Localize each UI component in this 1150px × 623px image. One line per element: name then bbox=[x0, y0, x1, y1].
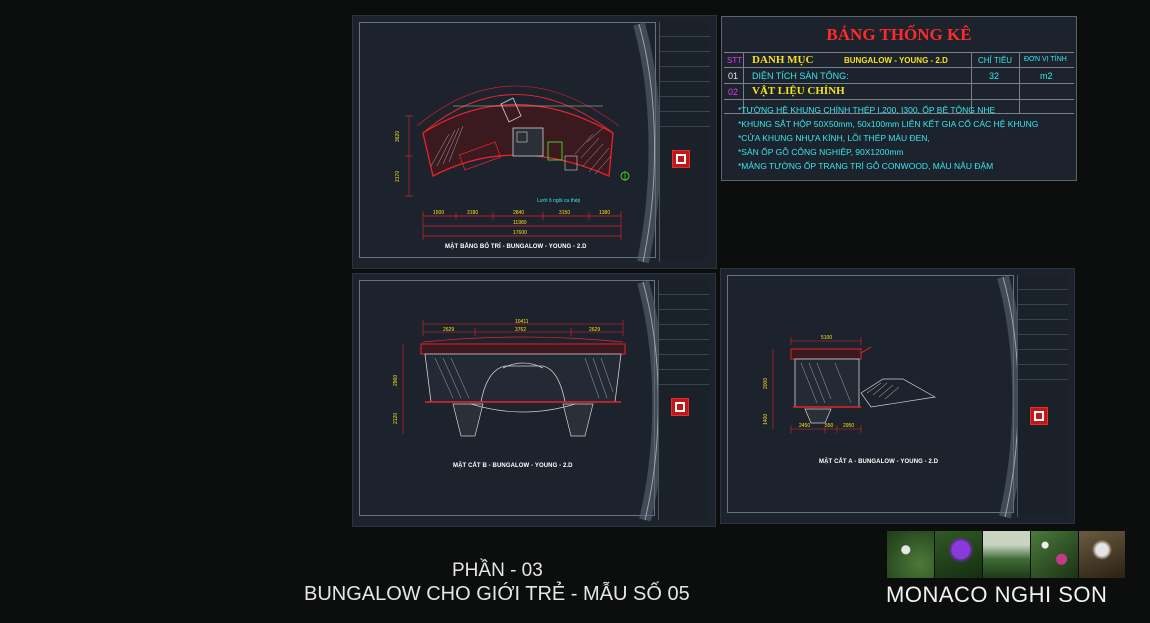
section-b-side-2: 2120 bbox=[393, 413, 399, 424]
section-b-dim-3: 2629 bbox=[589, 327, 600, 333]
material-4: *SÀN ỐP GỖ CÔNG NGHIỆP, 90X1200mm bbox=[738, 147, 904, 157]
row2-stt: 02 bbox=[728, 87, 739, 97]
material-5: *MẢNG TƯỜNG ỐP TRANG TRÍ GỖ CONWOOD, MÀU… bbox=[738, 161, 994, 171]
plan-label: MẶT BẰNG BỐ TRÍ - BUNGALOW - YOUNG - 2.D bbox=[445, 244, 587, 250]
brand-photo-1 bbox=[887, 531, 934, 578]
plan-total-1: 11980 bbox=[513, 220, 527, 226]
plan-side-dim-1: 3620 bbox=[395, 131, 401, 142]
section-a-side-2: 1400 bbox=[763, 414, 769, 425]
plan-note: Lưới ô ngồi ca thép bbox=[537, 198, 581, 204]
title-block bbox=[1017, 275, 1068, 517]
section-a-dim-1: 2450 bbox=[799, 423, 810, 429]
plan-dim-5: 1380 bbox=[599, 210, 610, 216]
plan-side-dim-2: 2170 bbox=[395, 171, 401, 182]
material-1: *TƯỜNG HỆ KHUNG CHÍNH THÉP I,200, I300, … bbox=[738, 105, 996, 115]
drawing-sheet-plan[interactable]: Lưới ô ngồi ca thép 1500 3180 2840 3150 … bbox=[352, 15, 717, 269]
section-a-top-dim: 5100 bbox=[821, 335, 832, 341]
material-3: *CỬA KHUNG NHỰA KÍNH, LÕI THÉP MÀU ĐEN, bbox=[738, 133, 930, 143]
brand-photo-2 bbox=[935, 531, 982, 578]
section-a-dim-2: 550 bbox=[825, 423, 834, 429]
plan-dim-3: 2840 bbox=[513, 210, 524, 216]
design-title: BUNGALOW CHO GIỚI TRẺ - MẪU SỐ 05 bbox=[304, 583, 690, 605]
header-stt: STT bbox=[727, 56, 743, 65]
section-b-drawing: 2629 3762 2629 10411 2960 2120 bbox=[393, 280, 665, 522]
brand-name: MONACO NGHI SON bbox=[886, 582, 1108, 607]
section-b-dim-1: 2629 bbox=[443, 327, 454, 333]
section-b-total: 10411 bbox=[515, 319, 529, 325]
header-index: CHỈ TIÊU bbox=[978, 56, 1013, 65]
statistics-table: BẢNG THỐNG KÊ STT DANH MỤC BUNGALOW - YO… bbox=[721, 16, 1077, 181]
section-a-label: MẶT CẮT A - BUNGALOW - YOUNG - 2.D bbox=[819, 459, 939, 465]
header-unit: ĐƠN VỊ TÍNH bbox=[1024, 56, 1067, 63]
drawing-sheet-section-a[interactable]: 5100 2450 550 2950 2000 1400 MẶT CẮT A -… bbox=[720, 268, 1075, 524]
logo-seal-icon bbox=[1030, 407, 1048, 425]
header-category: DANH MỤC bbox=[752, 54, 814, 66]
section-b-label: MẶT CẮT B - BUNGALOW - YOUNG - 2.D bbox=[453, 463, 573, 469]
row1-value: 32 bbox=[989, 71, 1000, 81]
plan-dim-4: 3150 bbox=[559, 210, 570, 216]
section-a-side-1: 2000 bbox=[763, 378, 769, 389]
header-project: BUNGALOW - YOUNG - 2.D bbox=[844, 56, 948, 65]
logo-seal-icon bbox=[672, 150, 690, 168]
brand-photo-4 bbox=[1031, 531, 1078, 578]
title-block bbox=[659, 22, 710, 262]
row1-stt: 01 bbox=[728, 71, 739, 81]
material-2: *KHUNG SẮT HỘP 50X50mm, 50x100mm LIÊN KẾ… bbox=[738, 119, 1039, 129]
drawing-sheet-section-b[interactable]: 2629 3762 2629 10411 2960 2120 MẶT CẮT B… bbox=[352, 273, 716, 527]
plan-total-2: 17600 bbox=[513, 230, 527, 236]
section-b-dim-2: 3762 bbox=[515, 327, 526, 333]
plan-drawing: Lưới ô ngồi ca thép 1500 3180 2840 3150 … bbox=[395, 22, 661, 264]
stat-title: BẢNG THỐNG KÊ bbox=[826, 25, 972, 44]
brand-photo-5 bbox=[1079, 531, 1125, 578]
section-a-dim-3: 2950 bbox=[843, 423, 854, 429]
plan-dim-2: 3180 bbox=[467, 210, 478, 216]
row2-label: VẬT LIỆU CHÍNH bbox=[752, 85, 845, 97]
logo-seal-icon bbox=[671, 398, 689, 416]
row1-label: DIỆN TÍCH SÀN TỔNG: bbox=[752, 71, 849, 81]
section-b-side-1: 2960 bbox=[393, 375, 399, 386]
title-block bbox=[658, 280, 709, 520]
plan-dim-1: 1500 bbox=[433, 210, 444, 216]
row1-unit: m2 bbox=[1040, 71, 1053, 81]
part-number: PHẦN - 03 bbox=[452, 560, 543, 581]
brand-photo-3 bbox=[983, 531, 1030, 578]
